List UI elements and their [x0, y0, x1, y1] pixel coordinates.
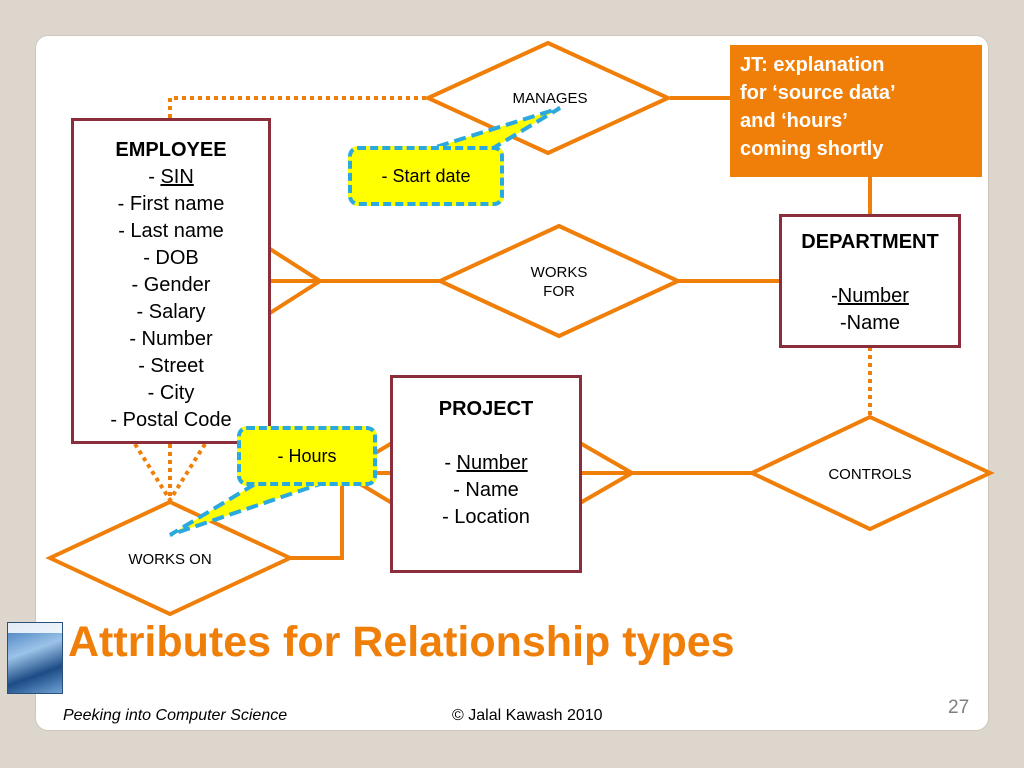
slide-title: Attributes for Relationship types	[68, 618, 735, 666]
project-entity-name: PROJECT	[438, 398, 534, 420]
project-key-attribute: - Number	[393, 450, 579, 477]
hours-callout-pointer-border	[168, 482, 321, 537]
project-spacer	[393, 423, 579, 450]
note-line: for ‘source data’	[740, 82, 896, 104]
project-entity[interactable]: PROJECT - Number - Name - Location	[390, 375, 582, 573]
employee-attribute: - City	[147, 382, 195, 404]
footer-copyright: © Jalal Kawash 2010	[452, 707, 603, 724]
project-key-prefix: -	[444, 452, 457, 474]
manages-label: MANAGES	[512, 90, 588, 107]
start-date-callout[interactable]: - Start date	[348, 146, 504, 206]
note-line: and ‘hours’	[740, 110, 848, 132]
project-key-number: Number	[456, 452, 528, 474]
department-key-number: Number	[837, 285, 909, 307]
employee-attribute: - First name	[117, 193, 225, 215]
manages-diamond[interactable]	[423, 40, 673, 156]
controls-label: CONTROLS	[828, 466, 912, 483]
employee-key-sin: SIN	[160, 166, 194, 188]
employee-entity[interactable]: EMPLOYEE - SIN - First name - Last name …	[71, 118, 271, 444]
employee-attribute: - Street	[138, 355, 204, 377]
project-attribute: - Name	[453, 479, 519, 501]
manages-employee-dotted-link	[168, 96, 430, 118]
hours-callout-pointer	[170, 484, 320, 535]
project-attribute: - Location	[442, 506, 530, 528]
book-cover-image	[7, 622, 63, 694]
footer-book-title: Peeking into Computer Science	[63, 707, 288, 724]
note-line: JT: explanation	[740, 54, 885, 76]
employee-key-prefix: -	[148, 166, 161, 188]
works-for-crows-foot	[268, 247, 324, 315]
employee-attribute: - Gender	[131, 274, 211, 296]
employee-key-attribute: - SIN	[74, 164, 268, 191]
works-on-employee-dotted-link-c	[168, 442, 207, 502]
employee-attribute: - Number	[129, 328, 213, 350]
works-for-label: WORKS FOR	[499, 263, 619, 301]
employee-attribute: - Postal Code	[110, 409, 232, 431]
controls-diamond[interactable]	[747, 414, 995, 532]
book-cover-header	[8, 623, 62, 633]
works-for-diamond[interactable]	[435, 223, 683, 339]
controls-crows-foot	[579, 441, 637, 505]
works-for-label-line2: FOR	[543, 283, 575, 300]
employee-attribute: - Last name	[118, 220, 224, 242]
department-key-attribute: -Number	[782, 283, 958, 310]
department-attribute: -Name	[839, 312, 900, 334]
note-line: coming shortly	[740, 138, 884, 160]
hours-callout[interactable]: - Hours	[237, 426, 377, 486]
works-for-label-line1: WORKS	[530, 264, 588, 281]
employee-attribute: - DOB	[143, 247, 199, 269]
department-entity[interactable]: DEPARTMENT -Number -Name	[779, 214, 961, 348]
start-date-callout-pointer-border	[419, 106, 562, 154]
works-on-label: WORKS ON	[128, 551, 212, 568]
employee-attribute: - Salary	[136, 301, 206, 323]
department-spacer	[782, 256, 958, 283]
works-on-employee-dotted-link-a	[133, 442, 172, 502]
works-on-diamond[interactable]	[45, 499, 295, 617]
page-number: 27	[948, 697, 970, 718]
instructor-note: JT: explanation for ‘source data’ and ‘h…	[730, 45, 982, 177]
department-entity-name: DEPARTMENT	[801, 231, 939, 253]
department-key-prefix: -	[831, 285, 838, 307]
employee-entity-name: EMPLOYEE	[115, 139, 227, 161]
